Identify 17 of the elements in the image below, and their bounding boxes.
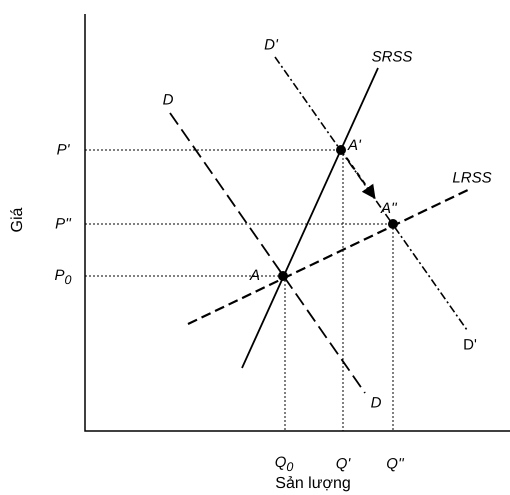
curve-label: SRSS bbox=[372, 50, 412, 64]
curve-label: LRSS bbox=[452, 170, 492, 186]
price-label: P'' bbox=[55, 216, 71, 232]
point-label: A' bbox=[348, 138, 361, 153]
point-label: A'' bbox=[381, 201, 397, 216]
axis-title: Sản lượng bbox=[275, 476, 351, 492]
axis-title: Giá bbox=[10, 208, 26, 232]
curve-label: D bbox=[370, 396, 382, 410]
quantity-label: Q'' bbox=[386, 456, 404, 472]
price-label: P' bbox=[56, 142, 70, 158]
price-label: P$_{0}$ bbox=[54, 268, 72, 286]
quantity-label: Q' bbox=[336, 456, 350, 472]
quantity-label: Q$_{0}$ bbox=[274, 454, 294, 474]
curve-label: D bbox=[162, 92, 174, 108]
arrow bbox=[346, 157, 376, 200]
curve-label: D' bbox=[463, 338, 477, 352]
curve-label: D' bbox=[264, 38, 278, 52]
